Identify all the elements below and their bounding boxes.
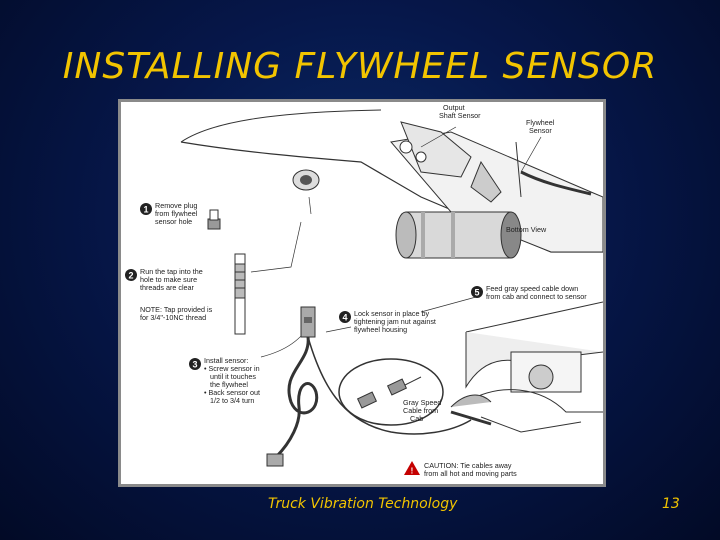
step-2-text: Run the tap into the hole to make sure t…: [140, 267, 205, 292]
vehicle-frame: [450, 301, 603, 433]
flywheel-sensor-cable: [266, 306, 472, 467]
cylinder-tank: [395, 211, 522, 259]
slide-title: INSTALLING FLYWHEEL SENSOR: [62, 46, 658, 87]
connector-callout: [338, 358, 444, 426]
caution-warning-icon: !: [404, 461, 420, 476]
step-4-marker: 4: [339, 311, 351, 323]
step-3-marker: 3: [189, 358, 201, 370]
sensor-assembly-detail: [399, 121, 592, 203]
step-1-text: Remove plug from flywheel sensor hole: [155, 201, 199, 226]
gray-speed-cable-label: Gray Speed Cable from Cab: [403, 398, 443, 423]
leader-lines: [250, 126, 542, 358]
flywheel-sensor-label: Flywheel Sensor: [526, 118, 556, 135]
housing-edge: [180, 141, 603, 253]
output-shaft-sensor-label: Output Shaft Sensor: [439, 103, 481, 120]
caution-text: CAUTION: Tie cables away from all hot an…: [424, 461, 517, 478]
svg-text:2: 2: [128, 271, 133, 281]
svg-text:!: !: [411, 467, 414, 476]
note-text: NOTE: Tap provided is for 3/4"-10NC thre…: [140, 305, 214, 322]
step-5-text: Feed gray speed cable down from cab and …: [486, 284, 587, 301]
svg-text:3: 3: [192, 360, 197, 370]
step-4-text: Lock sensor in place by tightening jam n…: [354, 309, 438, 334]
footer-text: Truck Vibration Technology: [268, 496, 458, 512]
housing-top: [180, 109, 382, 143]
sensor-hole: [292, 169, 320, 191]
diagram-drawing: 1 2 3 4 5 Output Shaft Sensor Flywheel S…: [125, 102, 603, 478]
tap-tool: [234, 253, 246, 335]
installation-diagram: 1 2 3 4 5 Output Shaft Sensor Flywheel S…: [118, 99, 606, 487]
svg-text:1: 1: [143, 205, 148, 215]
step-3-text: Install sensor: • Screw sensor in until …: [204, 356, 262, 405]
step-1-marker: 1: [140, 203, 152, 215]
step-5-marker: 5: [471, 286, 483, 298]
svg-text:5: 5: [474, 288, 479, 298]
svg-text:4: 4: [342, 313, 347, 323]
plug: [207, 209, 221, 230]
step-2-marker: 2: [125, 269, 137, 281]
page-number: 13: [662, 496, 680, 512]
bottom-view-label: Bottom View: [506, 225, 547, 234]
